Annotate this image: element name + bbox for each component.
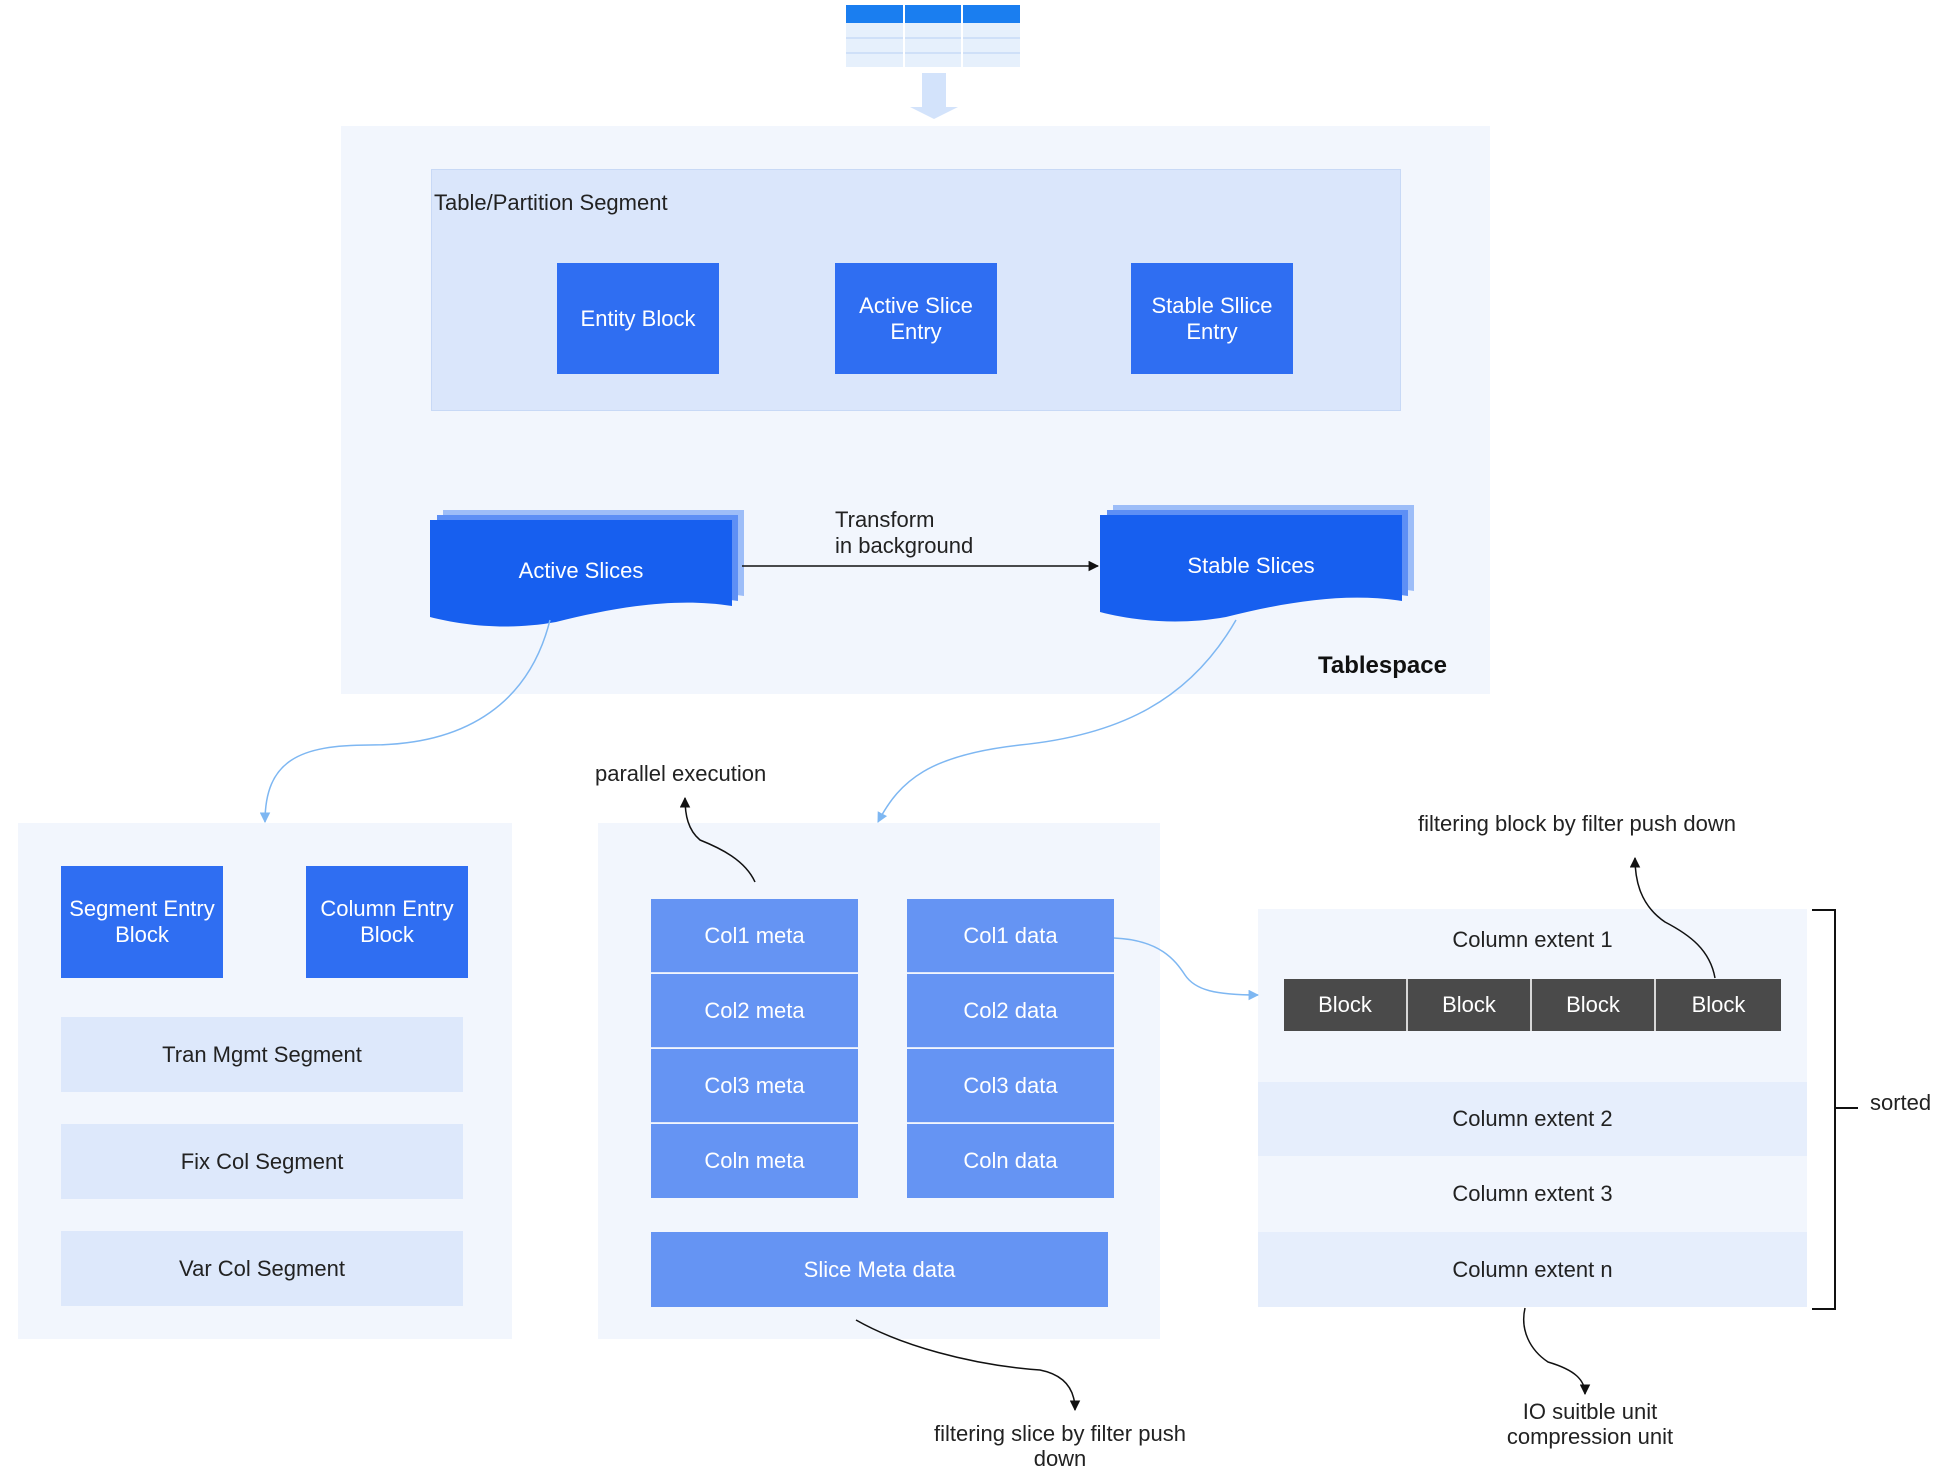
column-extent-3: Column extent 3 xyxy=(1258,1157,1807,1231)
sorted-label: sorted xyxy=(1870,1090,1932,1115)
col3-data: Col3 data xyxy=(907,1049,1114,1123)
tablespace-label: Tablespace xyxy=(1318,652,1447,679)
filter-block-label: filtering block by filter push down xyxy=(1418,811,1736,836)
var-col-segment: Var Col Segment xyxy=(61,1231,463,1306)
block-2: Block xyxy=(1408,979,1532,1031)
sorted-bracket xyxy=(1812,909,1836,1310)
col3-meta: Col3 meta xyxy=(651,1049,858,1123)
column-extent-n: Column extent n xyxy=(1258,1232,1807,1307)
parallel-execution-label: parallel execution xyxy=(595,761,767,786)
stable-slices-label: Stable Slices xyxy=(1187,553,1315,578)
stable-slice-entry: Stable Sllice Entry xyxy=(1131,263,1293,374)
active-slice-entry: Active Slice Entry xyxy=(835,263,997,374)
coln-meta: Coln meta xyxy=(651,1124,858,1198)
segment-entry-block: Segment Entry Block xyxy=(61,866,223,978)
active-slices-shape xyxy=(428,507,748,627)
io-unit-label-2: compression unit xyxy=(1506,1424,1674,1449)
column-entry-block: Column Entry Block xyxy=(306,866,468,978)
active-slices-label: Active Slices xyxy=(518,558,644,583)
filter-slice-label-2: down xyxy=(1033,1446,1087,1471)
stable-slices-shape xyxy=(1098,502,1418,622)
slice-filter-arrow xyxy=(855,1319,1081,1412)
active-to-left-connector xyxy=(259,619,551,824)
slice-meta-data: Slice Meta data xyxy=(651,1232,1108,1307)
col2-meta: Col2 meta xyxy=(651,974,858,1048)
transform-label-1: Transform xyxy=(835,507,935,532)
down-arrow-icon xyxy=(908,73,960,120)
io-unit-label-1: IO suitble unit xyxy=(1522,1399,1658,1424)
parallel-arrow xyxy=(679,796,756,883)
coln-data: Coln data xyxy=(907,1124,1114,1198)
block-4: Block xyxy=(1656,979,1781,1031)
column-extent-1: Column extent 1 xyxy=(1452,927,1613,952)
entity-block: Entity Block xyxy=(557,263,719,374)
block-1: Block xyxy=(1284,979,1408,1031)
io-arrow xyxy=(1523,1307,1591,1396)
filter-slice-label-1: filtering slice by filter push xyxy=(934,1421,1186,1446)
col1-meta: Col1 meta xyxy=(651,899,858,973)
column-extent-2: Column extent 2 xyxy=(1258,1082,1807,1156)
col1-data: Col1 data xyxy=(907,899,1114,973)
block-row: Block Block Block Block xyxy=(1284,979,1781,1031)
tran-mgmt-segment: Tran Mgmt Segment xyxy=(61,1017,463,1092)
block-3: Block xyxy=(1532,979,1656,1031)
block-filter-arrow xyxy=(1629,856,1716,979)
segment-title: Table/Partition Segment xyxy=(434,190,668,215)
transform-label-2: in background xyxy=(835,533,974,558)
col2-data: Col2 data xyxy=(907,974,1114,1048)
stable-to-middle-connector xyxy=(877,619,1237,823)
data-to-extent-connector xyxy=(1113,937,1260,1001)
fix-col-segment: Fix Col Segment xyxy=(61,1124,463,1199)
table-icon xyxy=(846,5,1020,67)
